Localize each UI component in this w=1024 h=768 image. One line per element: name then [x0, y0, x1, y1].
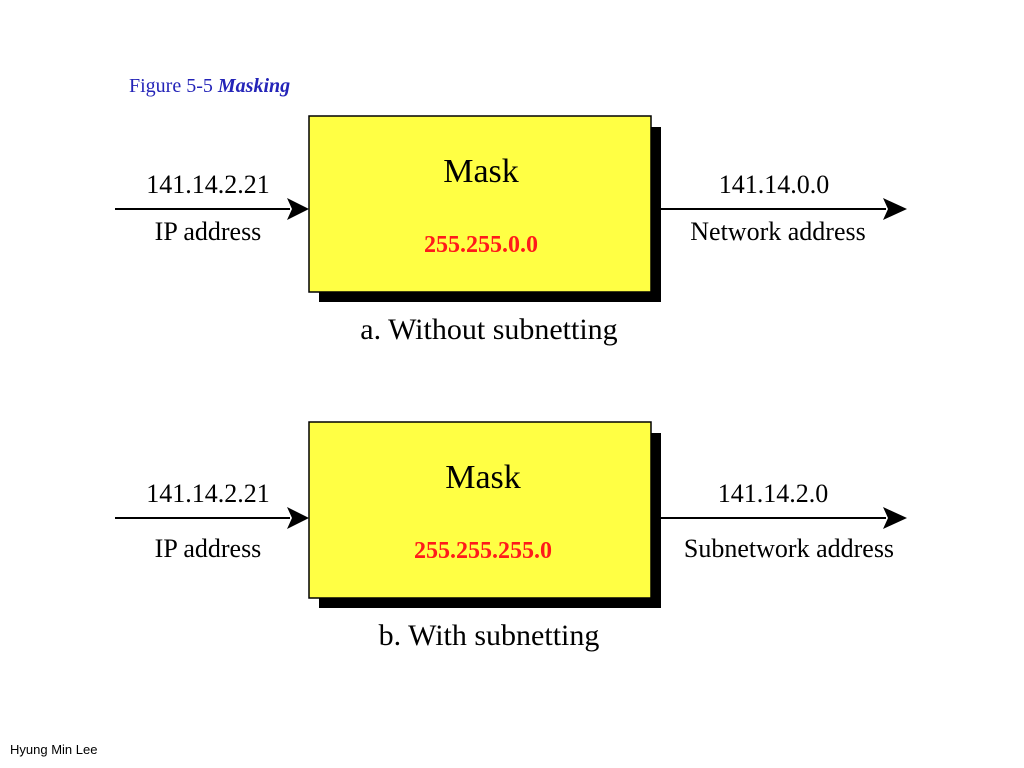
input-arrow-head	[287, 198, 309, 220]
output-arrow-head	[883, 198, 907, 220]
output-label: Network address	[690, 217, 865, 246]
output-address: 141.14.2.0	[718, 479, 829, 508]
input-label: IP address	[155, 534, 262, 563]
panel-caption: a. Without subnetting	[360, 313, 617, 346]
input-label: IP address	[155, 217, 262, 246]
panel-without-subnetting: Mask 255.255.0.0 141.14.2.21 IP address …	[115, 115, 907, 346]
input-address: 141.14.2.21	[146, 170, 270, 199]
figure-label: Figure 5-5	[129, 75, 213, 97]
mask-box	[308, 115, 652, 293]
footer-author: Hyung Min Lee	[10, 742, 98, 757]
input-address: 141.14.2.21	[146, 479, 270, 508]
panel-with-subnetting: Mask 255.255.255.0 141.14.2.21 IP addres…	[115, 421, 907, 652]
figure-name: Masking	[217, 75, 291, 97]
input-arrow-head	[287, 507, 309, 529]
mask-value: 255.255.0.0	[424, 232, 538, 258]
output-address: 141.14.0.0	[719, 170, 830, 199]
mask-box	[308, 421, 652, 599]
figure-title: Figure 5-5 Masking	[129, 75, 290, 98]
output-label: Subnetwork address	[684, 534, 894, 563]
mask-heading: Mask	[443, 153, 519, 190]
mask-value: 255.255.255.0	[414, 538, 552, 564]
output-arrow-head	[883, 507, 907, 529]
mask-heading: Mask	[445, 459, 521, 496]
panel-caption: b. With subnetting	[379, 619, 600, 652]
